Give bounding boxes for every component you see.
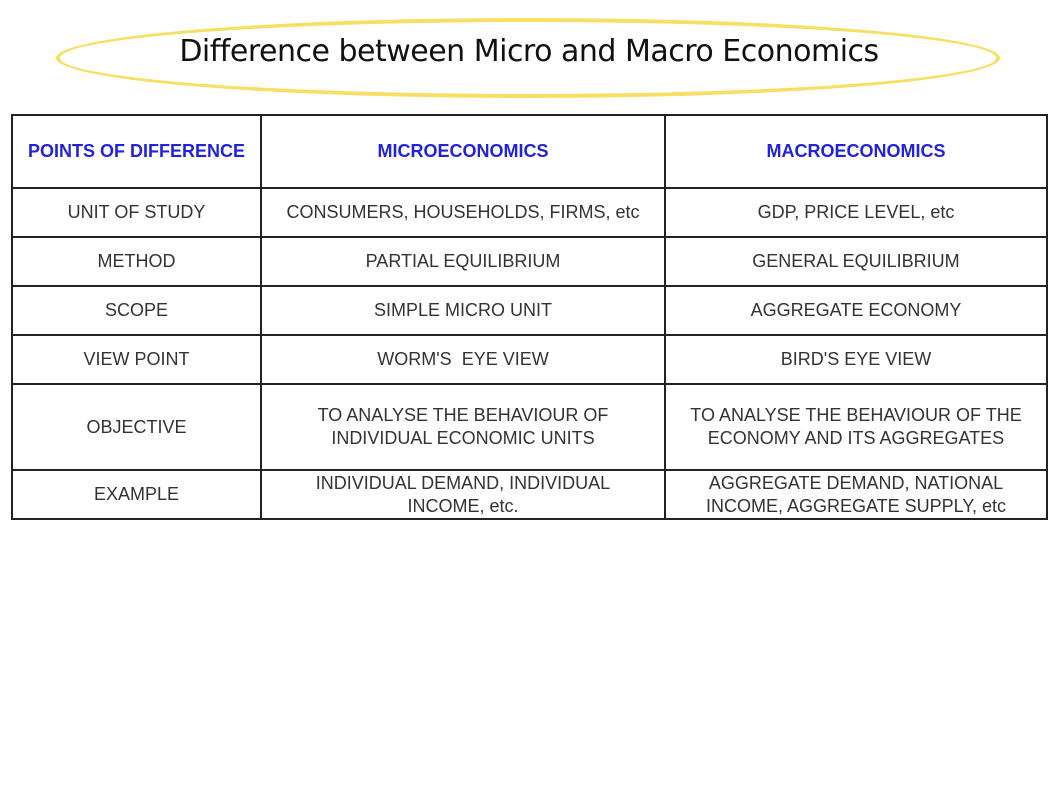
row-label: VIEW POINT <box>11 334 262 385</box>
row-label: EXAMPLE <box>11 469 262 520</box>
header-points: POINTS OF DIFFERENCE <box>11 114 262 189</box>
micro-cell: CONSUMERS, HOUSEHOLDS, FIRMS, etc <box>260 187 666 238</box>
page-title: Difference between Micro and Macro Econo… <box>179 34 879 69</box>
macro-cell: GDP, PRICE LEVEL, etc <box>664 187 1048 238</box>
row-label: UNIT OF STUDY <box>11 187 262 238</box>
macro-cell: GENERAL EQUILIBRIUM <box>664 236 1048 287</box>
header-macro: MACROECONOMICS <box>664 114 1048 189</box>
row-label: OBJECTIVE <box>11 383 262 471</box>
header-micro: MICROECONOMICS <box>260 114 666 189</box>
micro-cell: SIMPLE MICRO UNIT <box>260 285 666 336</box>
comparison-table: POINTS OF DIFFERENCE MICROECONOMICS MACR… <box>11 114 1048 520</box>
table-row: METHOD PARTIAL EQUILIBRIUM GENERAL EQUIL… <box>11 236 1048 287</box>
micro-cell: WORM'S EYE VIEW <box>260 334 666 385</box>
row-label: METHOD <box>11 236 262 287</box>
header-row: POINTS OF DIFFERENCE MICROECONOMICS MACR… <box>11 114 1048 189</box>
macro-cell: AGGREGATE DEMAND, NATIONAL INCOME, AGGRE… <box>664 469 1048 520</box>
table-row: UNIT OF STUDY CONSUMERS, HOUSEHOLDS, FIR… <box>11 187 1048 238</box>
micro-cell: INDIVIDUAL DEMAND, INDIVIDUAL INCOME, et… <box>260 469 666 520</box>
table-row: SCOPE SIMPLE MICRO UNIT AGGREGATE ECONOM… <box>11 285 1048 336</box>
macro-cell: AGGREGATE ECONOMY <box>664 285 1048 336</box>
micro-cell: PARTIAL EQUILIBRIUM <box>260 236 666 287</box>
title-ellipse <box>56 18 1000 98</box>
row-label: SCOPE <box>11 285 262 336</box>
macro-cell: BIRD'S EYE VIEW <box>664 334 1048 385</box>
table-row: VIEW POINT WORM'S EYE VIEW BIRD'S EYE VI… <box>11 334 1048 385</box>
table-row: EXAMPLE INDIVIDUAL DEMAND, INDIVIDUAL IN… <box>11 469 1048 520</box>
table-row: OBJECTIVE TO ANALYSE THE BEHAVIOUR OF IN… <box>11 383 1048 471</box>
micro-cell: TO ANALYSE THE BEHAVIOUR OF INDIVIDUAL E… <box>260 383 666 471</box>
macro-cell: TO ANALYSE THE BEHAVIOUR OF THE ECONOMY … <box>664 383 1048 471</box>
